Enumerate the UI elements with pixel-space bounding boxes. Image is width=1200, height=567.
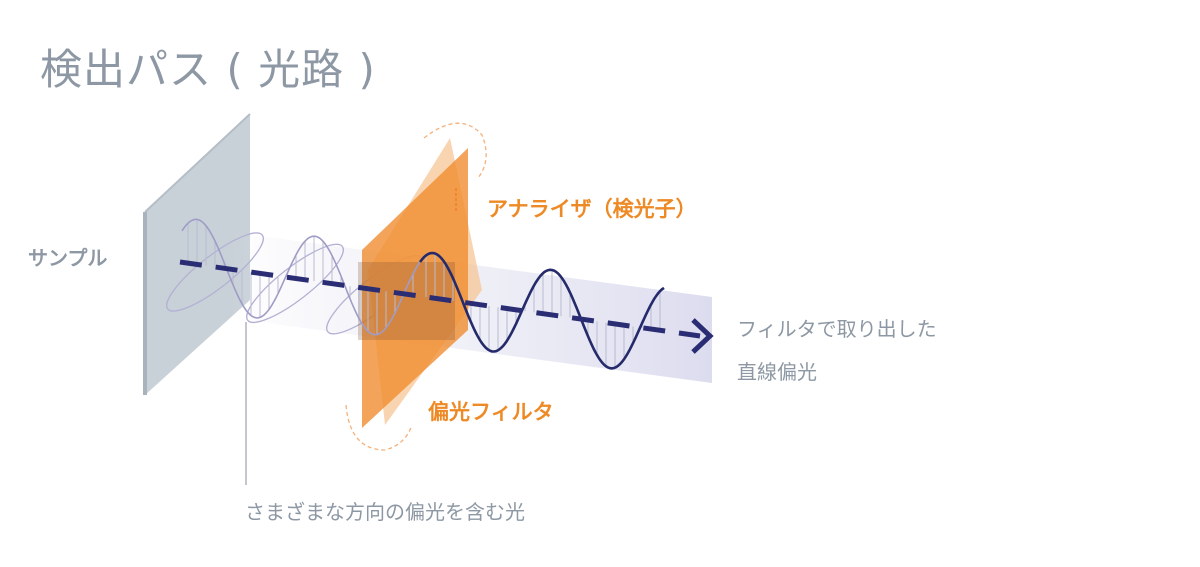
output-label-line1: フィルタで取り出した [737,317,937,341]
rotate-arrow-icon-top [423,122,487,179]
polarization-ellipse [166,232,264,312]
rotate-arrow-icon-bottom [345,404,413,451]
linear-polarized-wave [418,251,665,370]
filter-shadow [358,262,455,340]
page-title: 検出パス ( 光路 ) [40,45,376,94]
polarization-ellipse [246,243,344,324]
output-label-line2: 直線偏光 [737,360,817,384]
polarized-waves [181,218,665,370]
optical-axis [179,259,701,339]
sample-label: サンプル [28,246,108,270]
analyzer-label: アナライザ（検光子） [487,197,697,221]
polarizing-filter-panel [362,148,468,428]
mixed-light-label: さまざまな方向の偏光を含む光 [245,500,525,524]
arrow-head-icon [691,318,714,354]
polarizing-filter-label: 偏光フィルタ [428,400,554,424]
sample-panel-top-edge [144,113,251,213]
unfiltered-wave [181,218,421,336]
